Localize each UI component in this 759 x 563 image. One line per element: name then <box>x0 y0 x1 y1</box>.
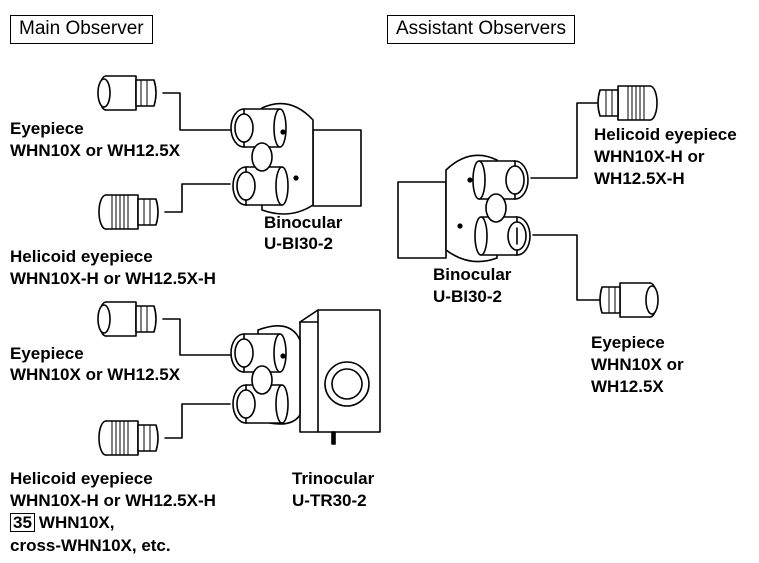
trinocular-label: Trinocular <box>292 469 375 488</box>
helicoid-eyepiece-label: Helicoid eyepiece <box>10 247 153 266</box>
eyepiece-icon <box>599 282 659 318</box>
assistant-observers-heading: Assistant Observers <box>387 15 575 44</box>
trinocular-model: U-TR30-2 <box>292 491 367 510</box>
extra-models-line2: cross-WHN10X, etc. <box>10 536 171 555</box>
eyepiece-models: WH12.5X <box>591 377 664 396</box>
binocular-label: Binocular <box>264 213 343 232</box>
helicoid-eyepiece-icon <box>98 194 159 230</box>
eyepiece-icon <box>97 301 157 337</box>
helicoid-eyepiece-models: WHN10X-H or WH12.5X-H <box>10 269 216 288</box>
helicoid-eyepiece-icon <box>98 420 159 456</box>
binocular-label: Binocular <box>433 265 512 284</box>
trinocular-head-icon <box>230 309 381 445</box>
helicoid-eyepiece-label: Helicoid eyepiece <box>10 469 153 488</box>
eyepiece-label: Eyepiece <box>10 119 84 138</box>
binocular-head-icon <box>230 102 362 215</box>
binocular-model: U-BI30-2 <box>264 234 333 253</box>
extra-models-line1: WHN10X, <box>38 513 115 532</box>
eyepiece-models: WHN10X or <box>591 355 684 374</box>
helicoid-eyepiece-models: WH12.5X-H <box>594 169 685 188</box>
helicoid-eyepiece-label: Helicoid eyepiece <box>594 125 737 144</box>
eyepiece-models: WHN10X or WH12.5X <box>10 365 181 384</box>
assistant-binocular-head-icon <box>397 154 531 263</box>
helicoid-eyepiece-models: WHN10X-H or <box>594 147 705 166</box>
helicoid-eyepiece-icon <box>597 85 658 121</box>
binocular-model: U-BI30-2 <box>433 287 502 306</box>
box-number-35: 35 <box>10 513 35 532</box>
eyepiece-label: Eyepiece <box>591 333 665 352</box>
main-observer-heading: Main Observer <box>10 15 153 44</box>
eyepiece-models: WHN10X or WH12.5X <box>10 141 181 160</box>
helicoid-eyepiece-models: WHN10X-H or WH12.5X-H <box>10 491 216 510</box>
eyepiece-label: Eyepiece <box>10 344 84 363</box>
eyepiece-icon <box>97 75 157 111</box>
